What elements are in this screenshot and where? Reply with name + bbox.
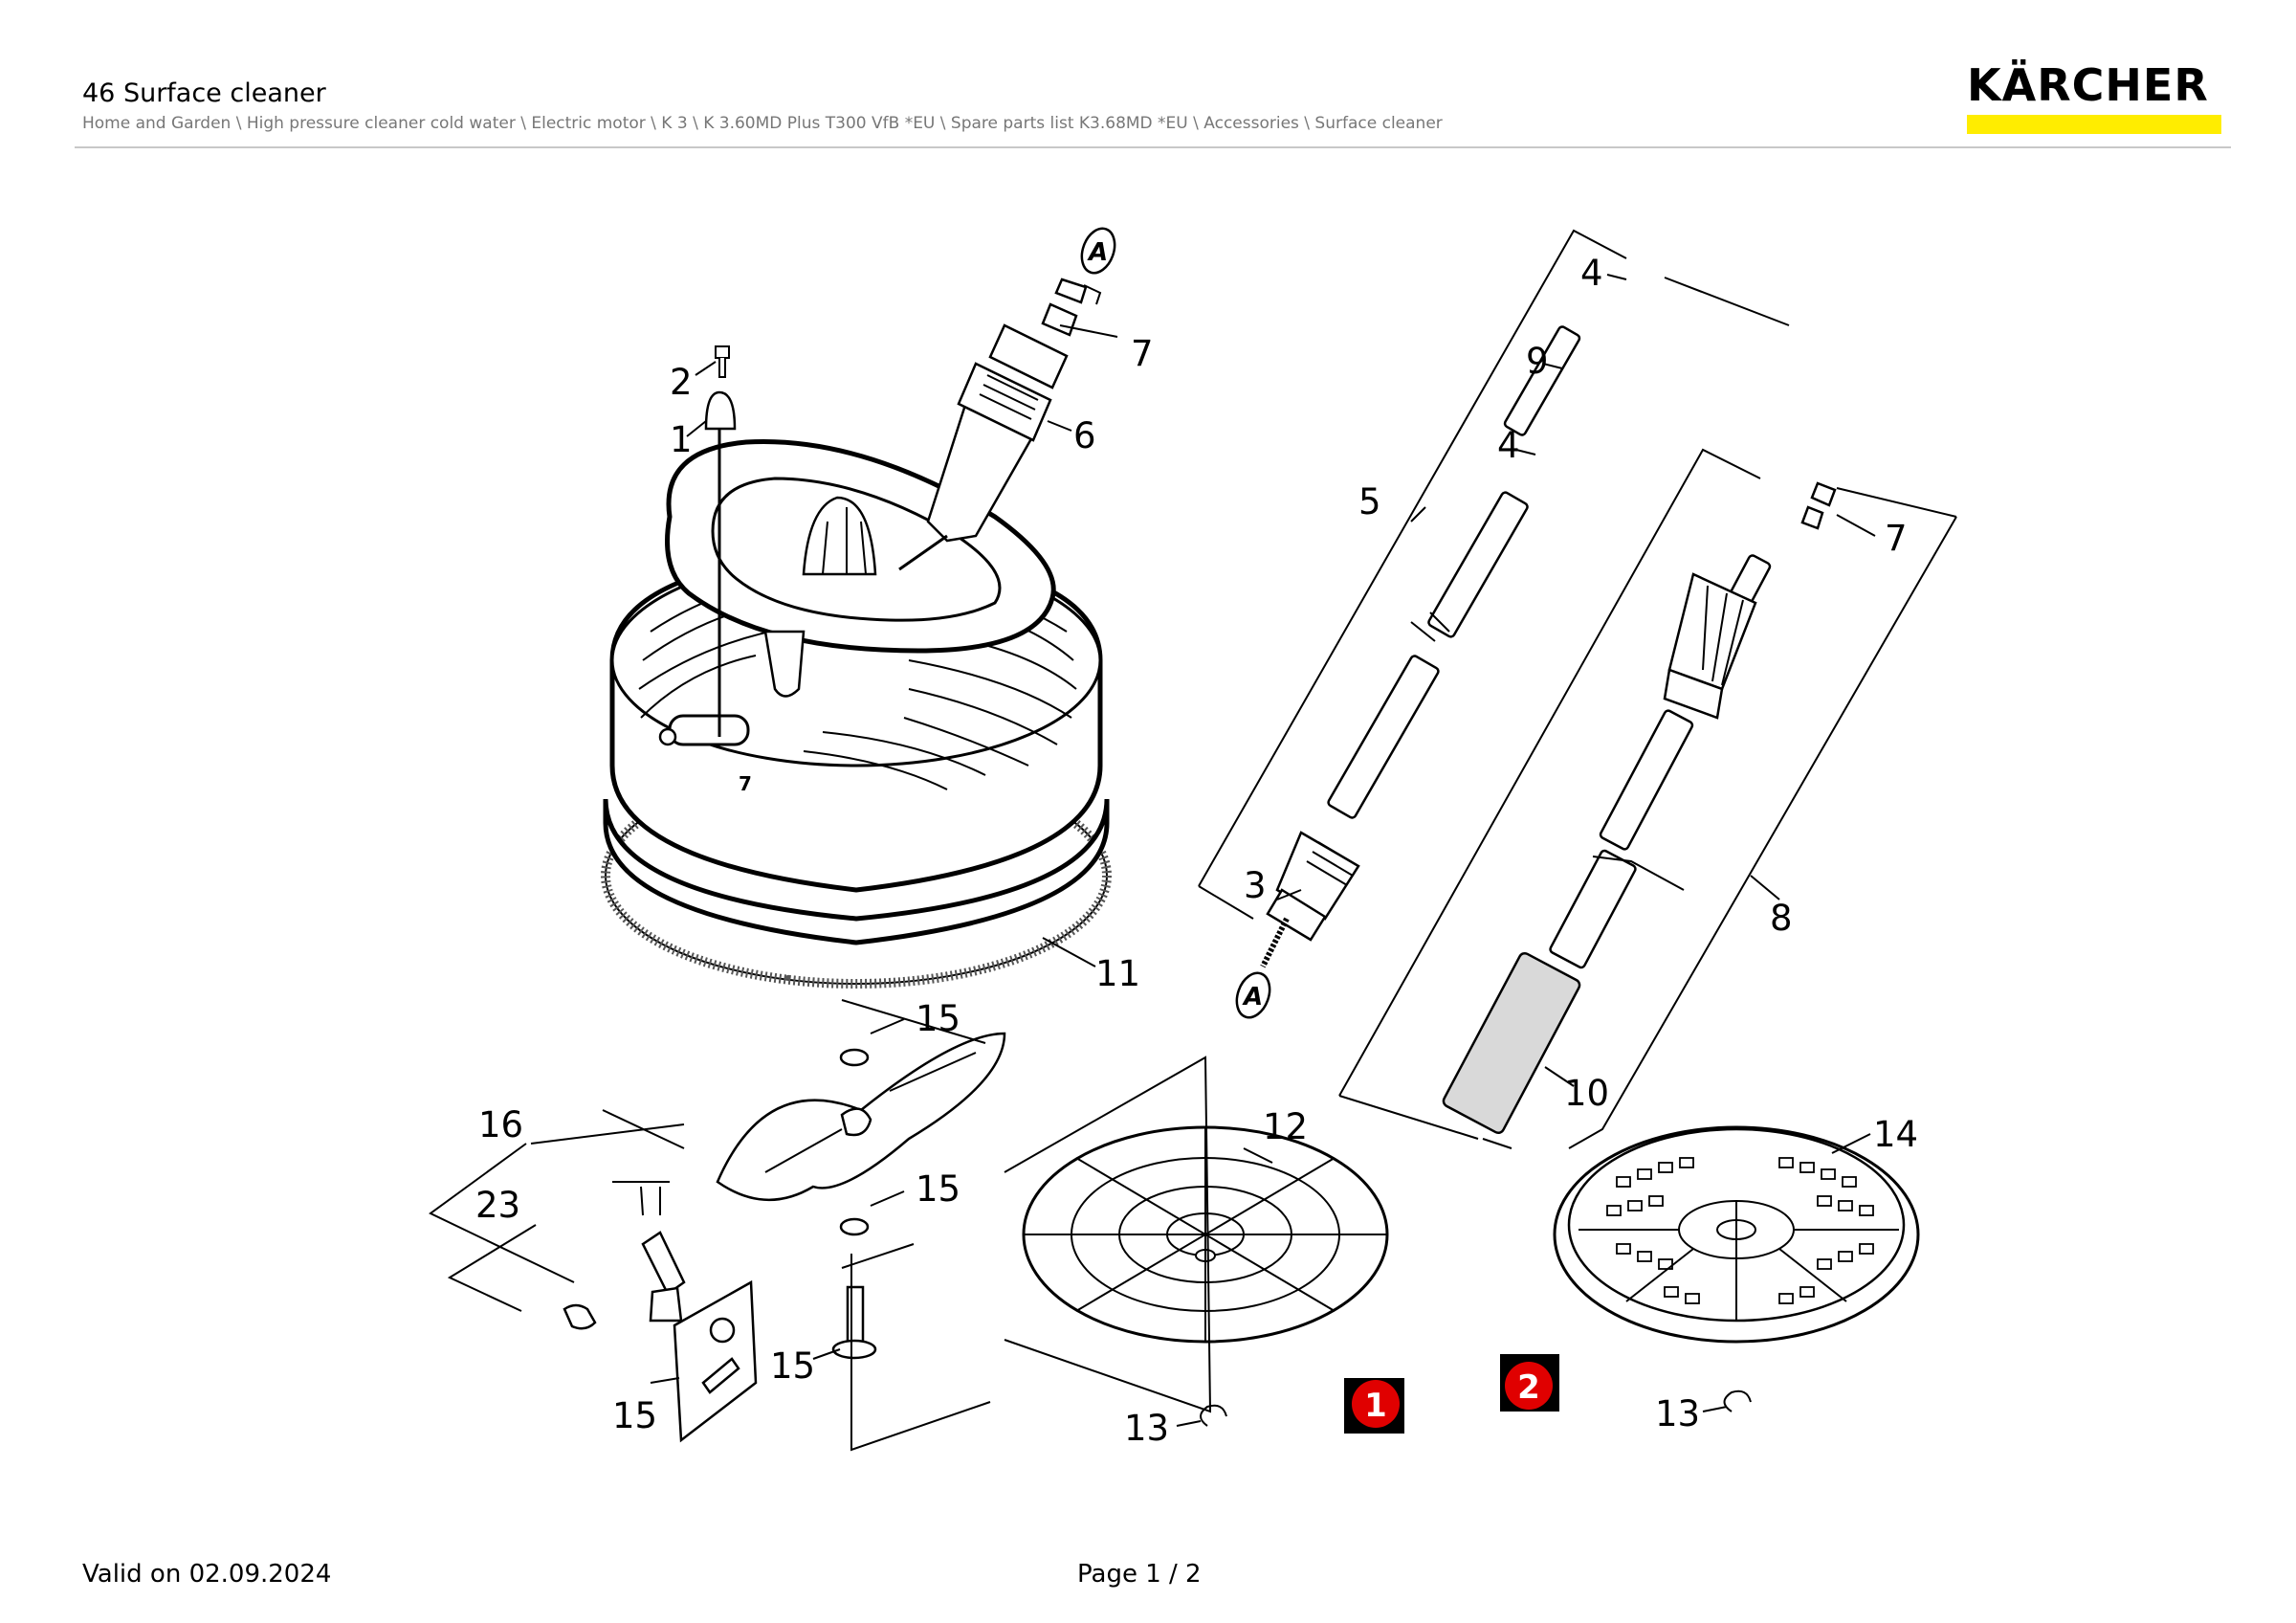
surface-cleaner-body: 7 xyxy=(601,426,1112,989)
brush-holder-part-16 xyxy=(716,1032,1006,1202)
extension-part-8 xyxy=(1338,448,1957,1149)
position-labels: 2 1 7 6 4 9 4 5 7 3 8 11 10 15 16 12 14 … xyxy=(475,253,1918,1449)
plate-part-14 xyxy=(1553,1125,1920,1344)
label-3: 3 xyxy=(1244,865,1267,906)
label-8: 8 xyxy=(1770,898,1793,939)
label-1: 1 xyxy=(670,419,693,460)
plate-part-12 xyxy=(1004,1056,1389,1413)
label-9: 9 xyxy=(1526,341,1549,382)
svg-text:A: A xyxy=(1242,983,1263,1012)
logo-text: KÄRCHER xyxy=(1967,59,2209,111)
variant-badge-2: 2 xyxy=(1500,1354,1559,1412)
label-15-d: 15 xyxy=(612,1395,657,1436)
logo-yellow-bar xyxy=(1967,115,2221,134)
screw-part-2 xyxy=(715,345,730,378)
valid-date: Valid on 02.09.2024 xyxy=(82,1560,332,1589)
cap-part-1 xyxy=(704,390,737,431)
valve-part-15 xyxy=(673,1048,877,1443)
label-4-mid: 4 xyxy=(1497,425,1520,466)
grip-part-6 xyxy=(898,323,1069,571)
connector-part-7-left xyxy=(1041,278,1102,337)
svg-text:7: 7 xyxy=(739,772,752,795)
header-divider xyxy=(75,146,2231,148)
svg-text:A: A xyxy=(1087,238,1108,267)
connection-marker-a-top: A xyxy=(1080,227,1116,275)
lance-part-5 xyxy=(1198,229,1790,968)
page-title: 46 Surface cleaner xyxy=(82,78,326,108)
leader-lines xyxy=(429,274,1876,1452)
label-11: 11 xyxy=(1095,953,1140,994)
label-5: 5 xyxy=(1358,481,1381,522)
svg-text:2: 2 xyxy=(1517,1368,1540,1407)
variant-badge-1: 1 xyxy=(1344,1378,1404,1434)
breadcrumb: Home and Garden \ High pressure cleaner … xyxy=(82,114,1443,133)
elbow-part-23 xyxy=(563,1186,686,1330)
karcher-logo: KÄRCHER xyxy=(1967,63,2221,134)
label-16: 16 xyxy=(478,1104,523,1145)
label-7-left: 7 xyxy=(1131,333,1154,374)
page-number: Page 1 / 2 xyxy=(1077,1560,1202,1589)
svg-text:1: 1 xyxy=(1364,1387,1387,1425)
label-2: 2 xyxy=(670,362,693,403)
label-4-top: 4 xyxy=(1580,253,1603,294)
label-13-left: 13 xyxy=(1124,1408,1169,1449)
ring-part-13 xyxy=(1200,1390,1752,1427)
label-15-b: 15 xyxy=(916,1168,960,1210)
label-13-right: 13 xyxy=(1655,1393,1700,1434)
label-14: 14 xyxy=(1873,1114,1918,1155)
label-7-right: 7 xyxy=(1885,518,1908,559)
label-12: 12 xyxy=(1263,1106,1308,1147)
label-15-c: 15 xyxy=(770,1345,815,1387)
label-15-a: 15 xyxy=(916,998,960,1039)
label-23: 23 xyxy=(475,1185,520,1226)
label-10: 10 xyxy=(1564,1073,1609,1114)
label-6: 6 xyxy=(1073,415,1096,456)
connection-marker-a-bottom: A xyxy=(1235,971,1271,1019)
